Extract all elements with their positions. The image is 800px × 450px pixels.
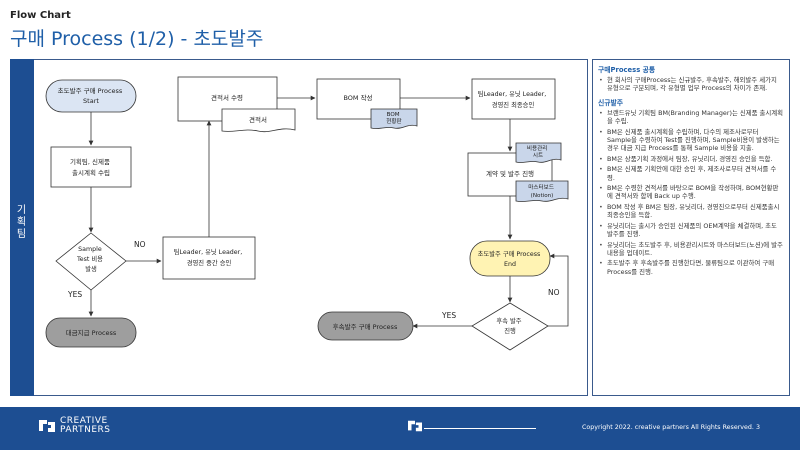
final-approval-label: 경영진 최종승인 [492, 100, 535, 109]
lane-char: 획 [16, 217, 28, 228]
list-item: BM은 수령한 견적서를 바탕으로 BOM을 작성하며, BOM현황판에 견적서… [598, 184, 784, 201]
list-item: BM은 상품기획 과정에서 팀장, 유닛리더, 경영진 승인을 득함. [598, 155, 784, 164]
start-node-label: 초도발주 구매 Process [58, 86, 123, 95]
sample-test-decision [55, 232, 127, 291]
payment-process-node [45, 317, 137, 348]
list-item: BM은 신제품 출시계획을 수립하며, 다수의 제조사로부터 Sample을 수… [598, 128, 784, 153]
footer-divider [424, 428, 536, 429]
page-title: 구매 Process (1/2) - 초도발주 [10, 28, 264, 50]
description-panel: 구매Process 공통 현 회사의 구매Process는 신규발주, 후속발주… [592, 59, 790, 396]
reorder-decision-label: 진행 [504, 326, 516, 335]
svg-text:Sample Test 비용 발생: Sample Test 비용 발생 [76, 246, 105, 273]
decision-yes-label: YES [67, 290, 82, 299]
lane-char: 팀 [16, 229, 28, 240]
list-item: 유닛리더는 출시가 승인된 신제품의 OEM계약을 체결하며, 초도 발주를 진… [598, 222, 784, 239]
final-approval-node [471, 78, 556, 120]
bom-status-label: 현황판 [386, 117, 401, 125]
interim-approval-node [162, 236, 256, 280]
reorder-yes-label: YES [441, 311, 456, 320]
svg-text:후속 발주 진행: 후속 발주 진행 [496, 316, 523, 335]
plan-node [50, 146, 132, 188]
page-number: 3 [756, 424, 761, 431]
bom-label: BOM 작성 [343, 93, 372, 102]
end-node-label: 초도발주 구매 Process [478, 249, 541, 258]
quote-document-shape [221, 108, 296, 133]
sample-decision-label: 발생 [85, 264, 97, 273]
svg-text:팀Leader, 유닛 Leader, 경영진 중간: 팀Leader, 유닛 Leader, 경영진 중간 승인 [174, 247, 245, 267]
company-logo-icon [39, 420, 55, 432]
section-new-order-list: 브랜드유닛 기획팀 BM(Branding Manager)는 신제품 출시계획… [598, 109, 784, 276]
logo-line: CREATIVE [60, 416, 108, 426]
list-item: 초도발주 후 후속발주를 진행한다면, 물류팀으로 이관하여 구매 Proces… [598, 259, 784, 276]
reorder-decision [471, 302, 549, 351]
end-node [469, 240, 551, 277]
bom-status-document [370, 108, 418, 129]
cost-sheet-label: 비용관리 [527, 144, 548, 152]
list-item: BOM 작성 후 BM은 팀장, 유닛리더, 경영진으로부터 신제품출시 최종승… [598, 203, 784, 220]
section-common-title: 구매Process 공통 [598, 66, 656, 74]
start-node [45, 79, 137, 113]
footer-bar [0, 407, 800, 450]
contract-order-label: 계약 및 발주 진행 [486, 169, 534, 178]
svg-text:팀Leader, 유닛 Leader, 경영진 최종: 팀Leader, 유닛 Leader, 경영진 최종승인 [478, 89, 549, 109]
svg-text:마스터보드 (Notion): 마스터보드 (Notion) [528, 183, 556, 199]
final-approval-label: 팀Leader, 유닛 Leader, [478, 89, 547, 98]
company-logo-text: CREATIVE PARTNERS [60, 417, 111, 435]
decision-no-label: NO [134, 240, 146, 249]
copyright-text: Copyright 2022. creative partners All Ri… [582, 424, 754, 431]
quote-document-label: 견적서 [249, 115, 267, 124]
reorder-decision-label: 후속 발주 [496, 316, 521, 325]
reorder-process-label: 후속발주 구매 Process [333, 322, 398, 331]
section-new-order-title: 신규발주 [598, 98, 624, 107]
interim-approval-label: 팀Leader, 유닛 Leader, [174, 247, 243, 256]
logo-line: PARTNERS [60, 425, 111, 435]
start-node-label: Start [83, 97, 99, 105]
reorder-no-label: NO [548, 288, 560, 297]
reorder-process-node [317, 311, 414, 341]
swimlane-label: 기 획 팀 [10, 205, 34, 241]
svg-text:비용관리 시트: 비용관리 시트 [527, 144, 549, 159]
master-board-label: (Notion) [531, 193, 554, 199]
sample-decision-label: Sample [78, 246, 102, 253]
cost-sheet-document [515, 142, 562, 163]
company-logo-small-icon [408, 420, 422, 432]
svg-text:초도발주 구매 Process Start: 초도발주 구매 Process Start [58, 86, 125, 105]
list-item: 유닛리더는 초도발주 후, 비용관리시트와 마스터보드(노션)에 발주 내용을 … [598, 241, 784, 258]
page-subtitle: Flow Chart [10, 10, 71, 21]
section-common-list: 현 회사의 구매Process는 신규발주, 후속발주, 해외발주 세가지 유형… [598, 76, 784, 93]
flowchart-diagram: 초도발주 구매 Process Start 기획팀, 신제품 출시계획 수립 S… [45, 76, 569, 351]
connectors [88, 95, 569, 329]
master-board-label: 마스터보드 [528, 183, 554, 191]
plan-node-label: 기획팀, 신제품 [70, 157, 110, 166]
interim-approval-label: 경영진 중간 승인 [187, 258, 232, 267]
bom-status-label: BOM [387, 112, 400, 118]
plan-node-label: 출시계획 수립 [72, 168, 110, 177]
list-item: 브랜드유닛 기획팀 BM(Branding Manager)는 신제품 출시계획… [598, 109, 784, 126]
svg-text:BOM 현황판: BOM 현황판 [386, 112, 401, 125]
lane-char: 기 [16, 205, 28, 216]
quote-received-label: 견적서 수령 [211, 93, 243, 102]
list-item: BM은 신제품 기획안에 대한 승인 후, 제조사로부터 견적서를 수령. [598, 165, 784, 182]
payment-process-label: 대금지급 Process [66, 328, 117, 337]
swimlane-header [10, 59, 34, 396]
master-board-document [515, 180, 569, 202]
edge-reorder-no [548, 253, 569, 327]
cost-sheet-label: 시트 [533, 152, 543, 159]
list-item: 현 회사의 구매Process는 신규발주, 후속발주, 해외발주 세가지 유형… [598, 76, 784, 93]
end-node-label: End [504, 261, 516, 268]
svg-text:기획팀, 신제품 출시계획 수립: 기획팀, 신제품 출시계획 수립 [70, 157, 112, 177]
sample-decision-label: Test 비용 [76, 254, 103, 263]
svg-text:초도발주 구매 Process End: 초도발주 구매 Process End [478, 249, 543, 268]
